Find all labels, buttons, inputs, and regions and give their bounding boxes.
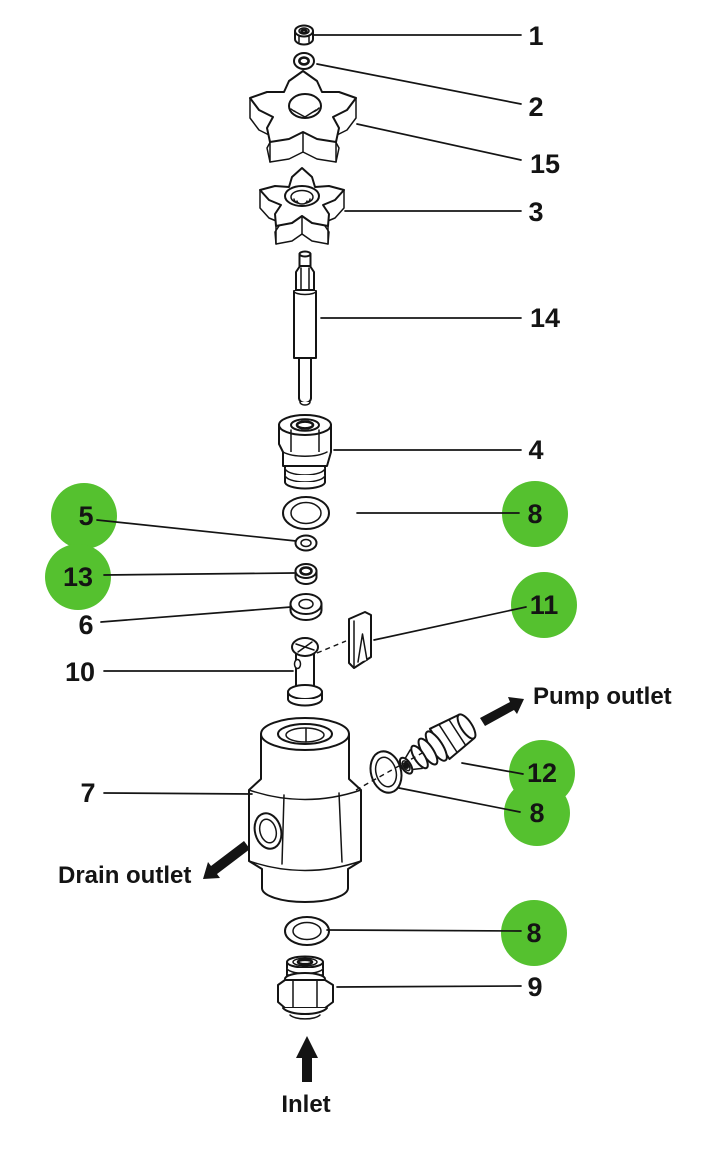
callout-number-9: 9 — [527, 972, 542, 1002]
pump-outlet-label: Pump outlet — [533, 683, 672, 710]
callout-number-12: 12 — [527, 758, 557, 788]
callout-number-15: 15 — [530, 149, 560, 179]
part-15-handwheel-knob-drawing — [249, 70, 357, 163]
callout-number-11: 11 — [530, 590, 559, 620]
callout-highlight-circle-5 — [51, 483, 117, 549]
leader-line-6 — [100, 606, 292, 623]
part-2-washer-drawing — [293, 52, 315, 70]
leader-line-11 — [373, 606, 527, 641]
assembly-axis-pump-fitting — [355, 751, 425, 791]
part-10-valve-stem-drawing — [287, 637, 323, 707]
part-12-pump-outlet-fitting-drawing — [398, 713, 477, 775]
part-13-packing-drawing — [294, 563, 318, 585]
leader-line-13 — [103, 572, 295, 576]
leader-line-2 — [316, 63, 522, 105]
callout-number-8-mid: 8 — [529, 798, 544, 828]
callout-number-10: 10 — [65, 657, 95, 687]
part-8-oring-top-drawing — [282, 496, 330, 530]
callout-number-8-bottom: 8 — [526, 918, 541, 948]
callout-highlight-circle-13 — [45, 544, 111, 610]
callout-number-14: 14 — [530, 303, 560, 333]
leader-line-8-mid — [398, 787, 521, 813]
leader-line-7 — [103, 792, 253, 795]
part-1-locknut-drawing — [294, 24, 314, 46]
part-4-packing-nut-drawing — [278, 414, 332, 490]
callout-highlight-circle-8-top — [502, 481, 568, 547]
drain-outlet-label: Drain outlet — [58, 862, 191, 889]
callout-number-13: 13 — [63, 562, 93, 592]
leader-line-9 — [336, 985, 522, 988]
inlet-label: Inlet — [281, 1091, 330, 1118]
pump-outlet-arrow-icon — [480, 697, 524, 726]
callout-number-7: 7 — [80, 778, 95, 808]
callout-highlight-circle-8-bottom — [501, 900, 567, 966]
leader-line-15 — [356, 123, 522, 161]
part-11-clip-drawing — [348, 611, 372, 669]
callout-highlight-circle-8-mid — [504, 780, 570, 846]
part-7-valve-body-drawing — [248, 717, 362, 903]
part-14-stem-drawing — [293, 250, 317, 406]
part-9-inlet-fitting-drawing — [277, 955, 334, 1020]
callout-number-4: 4 — [528, 435, 543, 465]
callout-number-1: 1 — [528, 21, 543, 51]
callout-highlight-circle-11 — [511, 572, 577, 638]
drain-outlet-arrow-icon — [203, 841, 250, 879]
callout-number-2: 2 — [528, 92, 543, 122]
callout-number-5: 5 — [78, 501, 93, 531]
callout-number-6: 6 — [78, 610, 93, 640]
leader-line-8-bottom — [326, 929, 522, 932]
part-3-star-knob-drawing — [259, 167, 345, 245]
part-6-washer-drawing — [289, 593, 323, 621]
part-5-ring-drawing — [294, 534, 318, 552]
part-8-oring-bottom-drawing — [284, 916, 330, 946]
inlet-arrow-icon — [296, 1036, 318, 1082]
leader-line-12 — [461, 762, 524, 775]
leader-line-5 — [96, 519, 297, 542]
part-8-oring-middle-drawing — [369, 750, 403, 794]
callout-number-3: 3 — [528, 197, 543, 227]
callout-number-8-top: 8 — [527, 499, 542, 529]
